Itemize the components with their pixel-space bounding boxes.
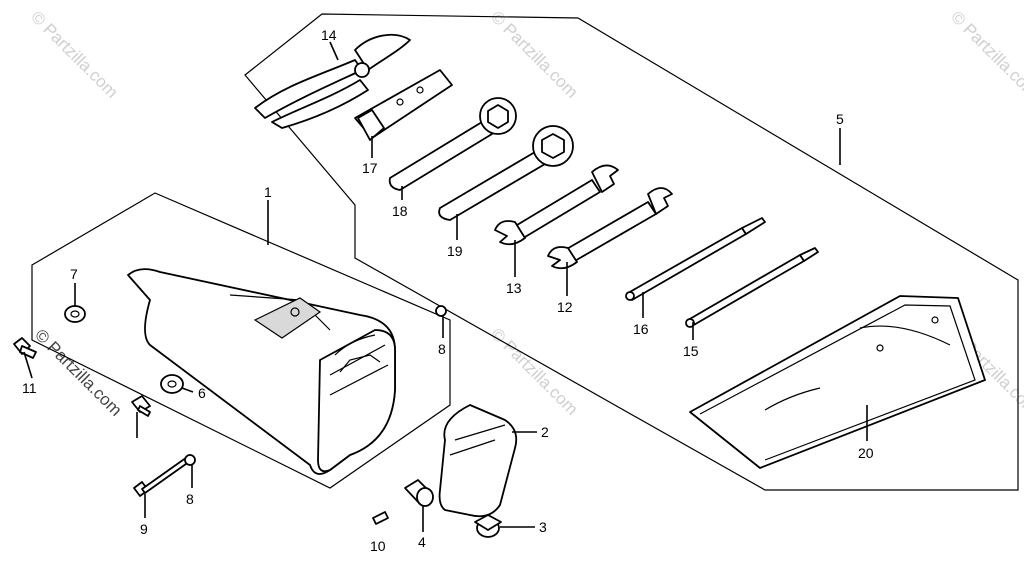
callout-3: 3 [539, 519, 547, 535]
callout-4: 4 [418, 534, 426, 550]
plug-wrench-icon[interactable] [354, 69, 453, 141]
bolt-3-icon[interactable] [474, 514, 502, 538]
tool-bag-icon[interactable] [689, 295, 986, 469]
callout-8-bottom: 8 [186, 491, 194, 507]
nut-7-icon[interactable] [64, 305, 86, 323]
callout-20: 20 [858, 445, 874, 461]
screwdriver-16-icon[interactable] [625, 217, 766, 301]
callout-10: 10 [370, 538, 386, 554]
callout-17: 17 [362, 160, 378, 176]
callout-8-top: 8 [438, 341, 446, 357]
washer-8-top-icon[interactable] [435, 305, 447, 317]
callout-11: 11 [22, 380, 37, 396]
callout-labels: 14 17 18 19 13 12 16 15 5 20 1 7 11 6 8 … [22, 27, 874, 554]
box-wrench-small-icon[interactable] [388, 97, 517, 191]
callout-2: 2 [541, 424, 549, 440]
callout-15: 15 [683, 343, 699, 359]
watermark-text: © Partzilla.com [27, 7, 121, 101]
watermark-text-prominent: © Partzilla.com [31, 325, 125, 419]
long-bolt-9-icon[interactable] [133, 454, 194, 497]
callout-19: 19 [447, 243, 463, 259]
callout-7: 7 [70, 266, 78, 282]
screwdriver-15-icon[interactable] [685, 247, 819, 328]
pin-10-icon[interactable] [372, 511, 389, 525]
callout-14: 14 [321, 27, 337, 43]
lid-2-icon[interactable] [438, 404, 518, 518]
box-wrench-large-icon[interactable] [438, 125, 574, 221]
lock-4-icon[interactable] [404, 479, 434, 507]
open-wrench-12-icon[interactable] [547, 187, 673, 270]
callout-16: 16 [633, 321, 649, 337]
leader-lines [23, 41, 868, 532]
callout-6: 6 [198, 385, 206, 401]
tool-box-icon[interactable] [127, 268, 396, 475]
open-wrench-13-icon[interactable] [494, 164, 619, 246]
watermark-text: © Partzilla.com [487, 7, 581, 101]
tool-box-boundary [31, 192, 451, 489]
callout-1: 1 [264, 184, 272, 200]
callout-5: 5 [836, 111, 844, 127]
bolt-small-icon[interactable] [131, 395, 151, 417]
callout-12: 12 [557, 299, 573, 315]
washer-8-bottom-icon[interactable] [184, 454, 196, 466]
bolt-11-icon[interactable] [13, 337, 37, 359]
pliers-icon[interactable] [254, 33, 411, 129]
watermark-text: © Partzilla.com [487, 324, 581, 418]
callout-13: 13 [506, 280, 522, 296]
callout-18: 18 [392, 203, 408, 219]
grommet-6-icon[interactable] [160, 374, 184, 394]
callout-9: 9 [140, 521, 148, 537]
watermark-text: © Partzilla.com [947, 7, 1024, 101]
tool-kit-boundary [244, 13, 1019, 491]
